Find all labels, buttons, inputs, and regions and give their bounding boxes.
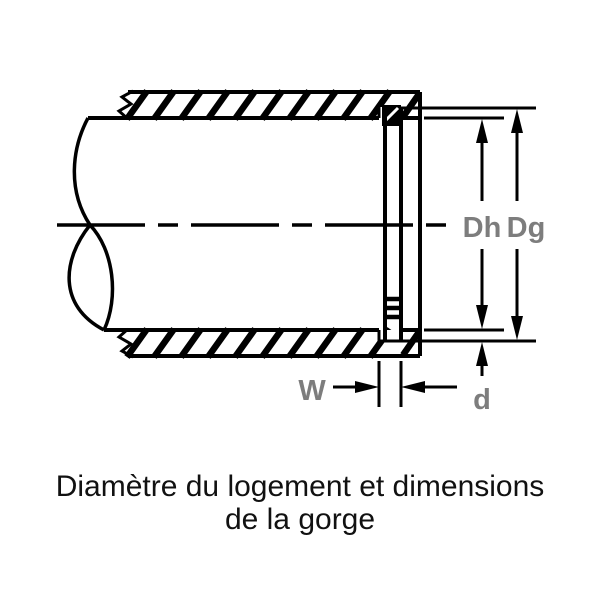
dg-label: Dg [507, 212, 546, 244]
caption-line-2: de la gorge [224, 503, 376, 536]
figure-caption: Diamètre du logement et dimensions de la… [0, 470, 600, 536]
housing-outer-edges [128, 90, 420, 358]
housing-cross-section [67, 89, 422, 359]
housing-hatching [124, 89, 422, 359]
retaining-ring [382, 105, 403, 341]
break-edge-top-wall [116, 89, 134, 121]
w-label: W [298, 375, 326, 407]
dimension-w [333, 361, 457, 407]
long-break-curve [67, 117, 115, 332]
dh-label: Dh [463, 212, 502, 244]
dimension-dh [424, 116, 504, 332]
break-edge-bottom-wall [116, 327, 134, 359]
caption-line-1: Diamètre du logement et dimensions [55, 470, 545, 503]
d-label: d [473, 384, 491, 416]
dimension-d [476, 342, 488, 376]
dimension-dg [401, 106, 536, 343]
ring-bottom-section [386, 296, 400, 320]
